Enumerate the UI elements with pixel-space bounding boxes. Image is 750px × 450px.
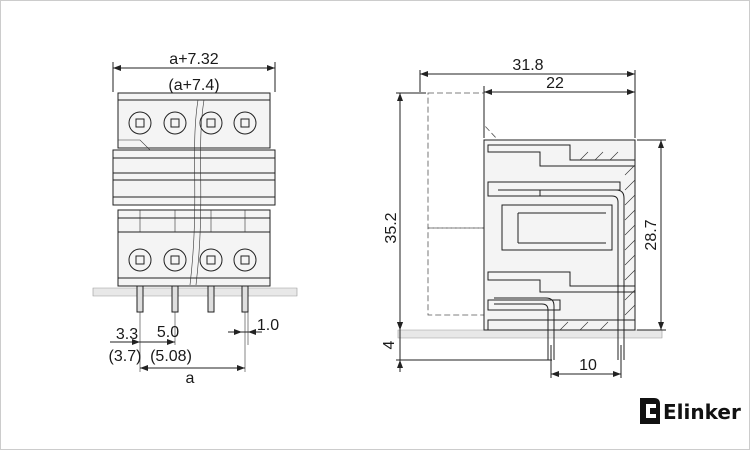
dim-offset-alt: (3.7) [109, 348, 142, 365]
brand-name: Elinker [663, 400, 741, 424]
bent-pin-short [494, 297, 555, 360]
dim-pin: 1.0 [257, 317, 279, 334]
dim-pitch-alt: (5.08) [150, 348, 192, 365]
dim-depth: 22 [546, 75, 564, 92]
top-screws [128, 111, 257, 135]
side-pcb-floor [397, 329, 663, 339]
front-slots [139, 210, 246, 232]
side-view: 31.8 22 35.2 28.7 4 10 [381, 57, 666, 378]
receptacle-body [112, 149, 276, 206]
dim-width-alt: (a+7.4) [168, 77, 219, 94]
front-pcb-floor [92, 287, 298, 297]
dim-total-depth: 31.8 [512, 57, 543, 74]
dim-offset: 3.3 [116, 326, 138, 343]
top-plug-body [117, 92, 271, 149]
dim-width: a+7.32 [169, 51, 218, 68]
break-line-2 [195, 99, 205, 286]
dim-height: 28.7 [643, 219, 660, 250]
dim-a: a [186, 370, 195, 387]
bottom-screws [128, 248, 257, 272]
bottom-plug-body [117, 209, 271, 287]
brand-logo: Elinker [640, 398, 741, 424]
front-view: a+7.32 (a+7.4) 3.3 5.0 (3.7) (5.08) 1.0 … [92, 51, 298, 387]
dim-pin-spacing: 10 [579, 357, 597, 374]
break-line-1 [189, 99, 199, 286]
bent-pin-long [498, 189, 625, 360]
dim-total-height: 35.2 [383, 212, 400, 243]
dim-pin-length: 4 [381, 340, 398, 349]
side-window [501, 204, 613, 251]
hatch-band [559, 151, 636, 331]
dim-pitch: 5.0 [157, 324, 179, 341]
